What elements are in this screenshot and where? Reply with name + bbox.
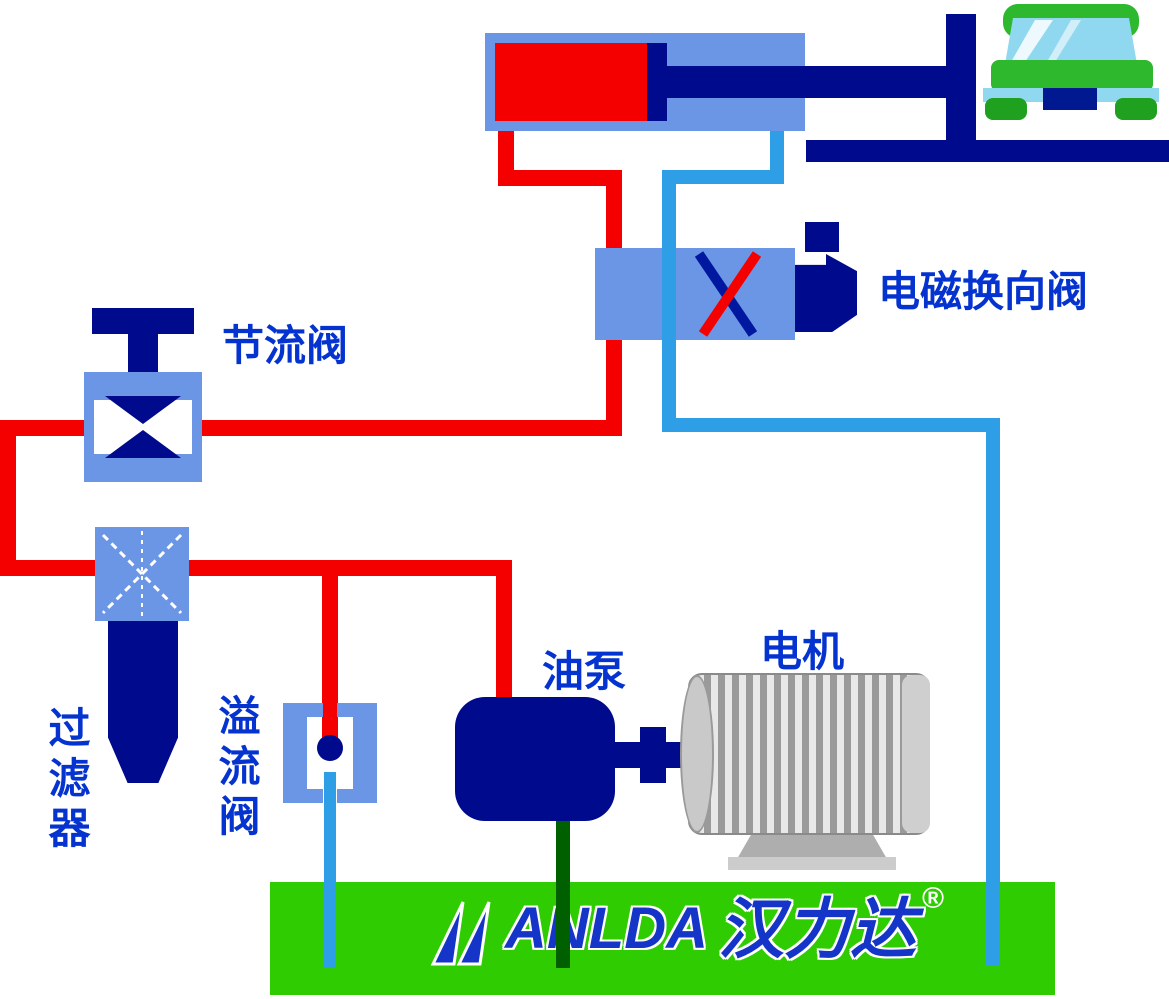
relief-valve-ball: [317, 735, 343, 761]
pump-drain-pipe: [556, 818, 570, 968]
return-pipe: [662, 170, 784, 184]
return-pipe: [986, 418, 1000, 966]
motor-end-cap-left: [680, 675, 714, 833]
car-illustration: [983, 4, 1159, 120]
pressure-pipe: [0, 560, 512, 576]
relief-drain-pipe: [324, 772, 336, 968]
throttle-restrictor-bottom: [105, 430, 181, 458]
solenoid-connector: [805, 222, 839, 252]
motor-base: [737, 833, 887, 859]
label-oil-pump: 油泵: [542, 648, 627, 695]
label-motor: 电机: [760, 628, 845, 675]
pressure-pipe: [606, 170, 622, 252]
registered-mark: ®: [921, 882, 945, 915]
logo-mark-icon: [430, 901, 491, 966]
logo-chinese-text: 汉力达: [717, 892, 916, 966]
pressure-pipe: [0, 420, 16, 576]
valve-cross-lines: [694, 251, 762, 337]
label-throttle-valve: 节流阀: [222, 322, 349, 369]
lift-post: [946, 14, 976, 154]
label-relief-valve: 溢流阀: [213, 694, 260, 844]
shaft-coupling: [640, 727, 666, 783]
filter-funnel: [108, 621, 178, 783]
motor-end-cap-right: [902, 675, 930, 833]
label-solenoid-valve: 电磁换向阀: [878, 268, 1089, 315]
solenoid-coil: [795, 254, 857, 332]
relief-valve-right-bracket: [337, 703, 377, 803]
brand-logo: ANLDA 汉力达 ®: [425, 882, 944, 972]
throttle-restrictor-top: [105, 396, 181, 424]
motor-body: [688, 673, 930, 835]
pressure-pipe: [322, 560, 338, 740]
filter-body: [95, 527, 189, 621]
throttle-handle-bar: [92, 308, 194, 334]
label-filter: 过滤器: [43, 706, 90, 856]
filter-cross-icon: [101, 531, 183, 617]
motor-foot: [728, 857, 896, 870]
pump-shaft: [612, 742, 644, 768]
return-pipe: [662, 170, 676, 432]
oil-pump-body: [455, 697, 615, 821]
throttle-handle-stem: [128, 332, 158, 378]
piston-rod: [667, 66, 952, 98]
return-pipe: [662, 418, 1000, 432]
oil-tank: [270, 882, 1055, 995]
throttle-valve-body: [84, 372, 202, 482]
cylinder-piston: [647, 43, 667, 121]
lift-platform: [806, 140, 1169, 162]
logo-latin-text: ANLDA: [505, 896, 708, 961]
cylinder-pressure-chamber: [495, 43, 647, 121]
pressure-pipe: [498, 170, 622, 186]
relief-valve-left-bracket: [283, 703, 323, 803]
directional-valve-body: [595, 248, 795, 340]
pressure-pipe: [496, 560, 512, 704]
pressure-pipe: [606, 336, 622, 428]
